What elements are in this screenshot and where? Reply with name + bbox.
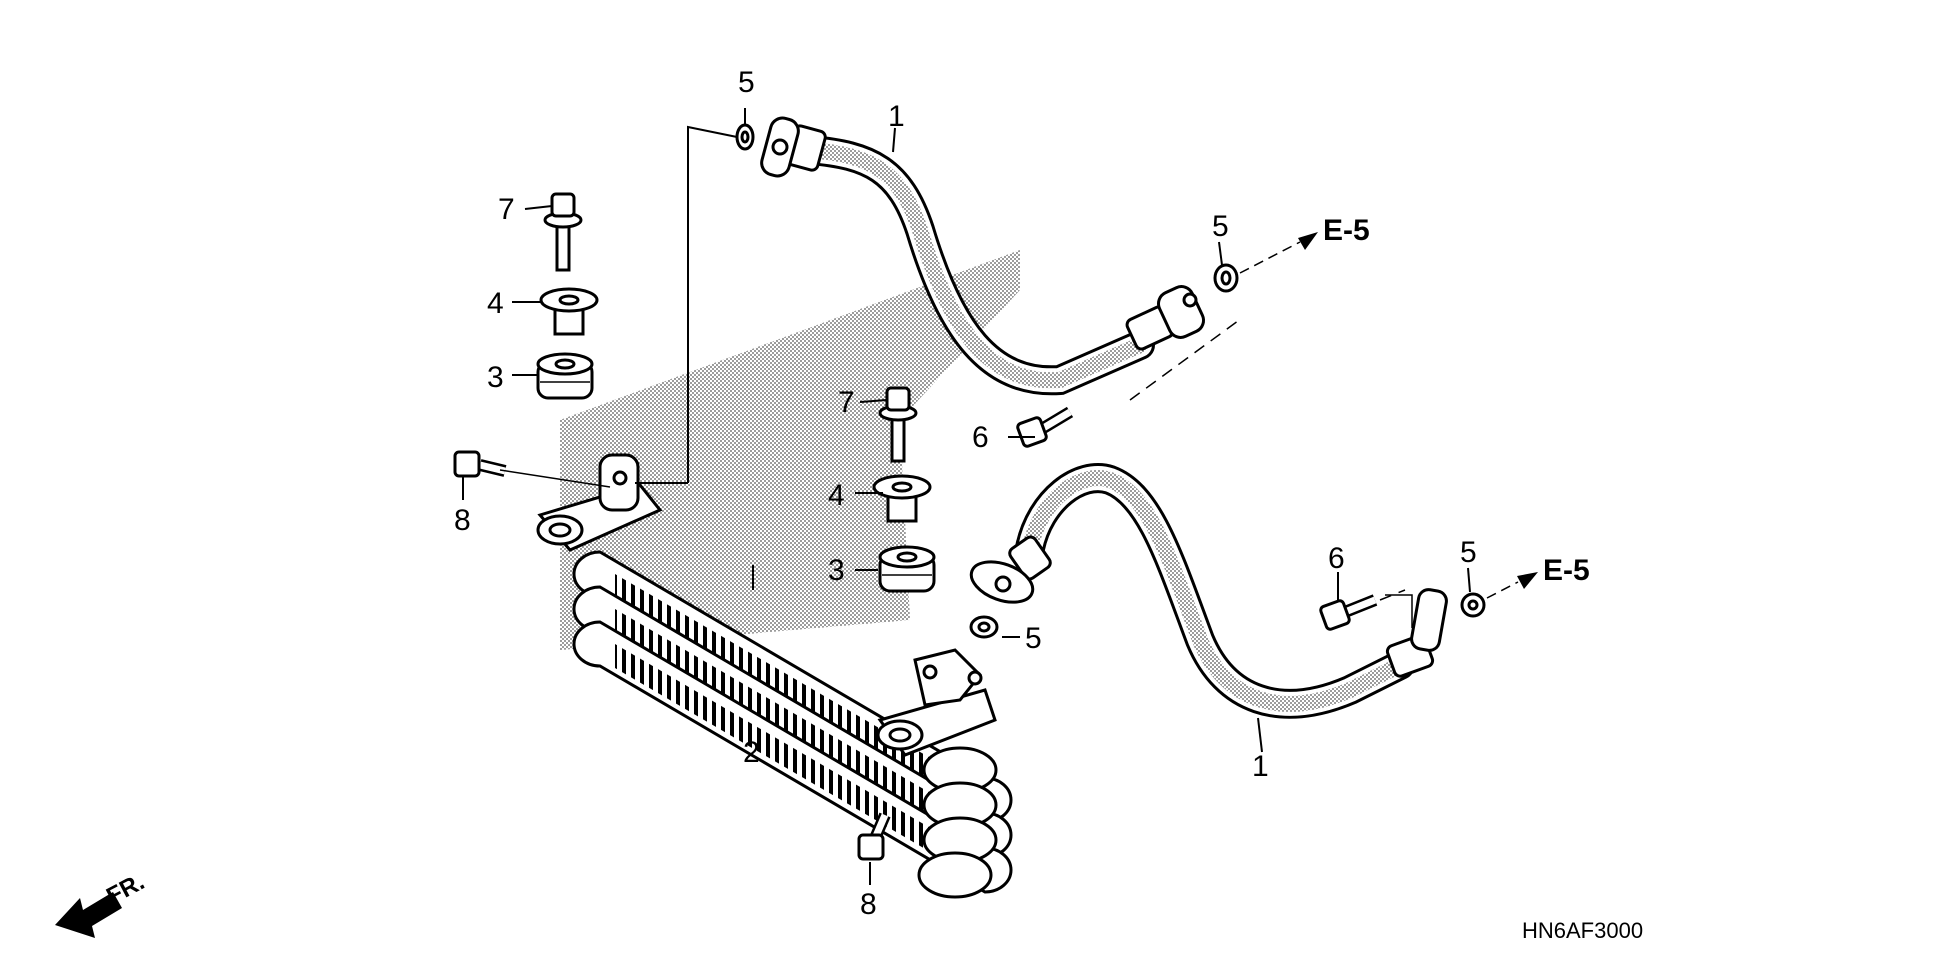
bolt-8-lower[interactable]: [857, 812, 891, 861]
upper-hose-right-flange[interactable]: [1125, 283, 1207, 351]
callout-5-upper-right: 5: [1212, 210, 1229, 243]
washer-lower-right[interactable]: [1460, 592, 1486, 618]
oil-cooler-end-tank: [917, 746, 998, 899]
callout-7-upper: 7: [498, 193, 515, 226]
leader-lines: [462, 108, 1471, 885]
ref-e5-upper[interactable]: E-5: [1323, 214, 1370, 247]
upper-oil-hose[interactable]: [795, 135, 1155, 396]
bolt-8-upper[interactable]: [453, 450, 507, 478]
callout-7-lower: 7: [838, 386, 855, 419]
callout-5-lower-right: 5: [1460, 536, 1477, 569]
callout-5-middle: 5: [1025, 622, 1042, 655]
grommet-lower[interactable]: [878, 545, 936, 593]
ref-e5-lower[interactable]: E-5: [1543, 554, 1590, 587]
lower-hose-left-flange[interactable]: [966, 535, 1053, 610]
callout-4-lower: 4: [828, 479, 845, 512]
upper-hose-left-flange[interactable]: [759, 115, 827, 178]
lower-hose-right-flange[interactable]: [1385, 588, 1448, 678]
callout-6-lower: 6: [1328, 542, 1345, 575]
front-direction-indicator: FR.: [55, 868, 149, 938]
arrow-to-e5-lower: [1486, 572, 1538, 599]
callout-3-lower: 3: [828, 554, 845, 587]
grommet-upper[interactable]: [536, 352, 594, 400]
washer-middle[interactable]: [969, 615, 999, 639]
oil-cooler-bracket-left: [536, 453, 663, 552]
bolt-7-upper[interactable]: [543, 192, 583, 272]
arrow-to-e5-upper: [1239, 232, 1318, 274]
front-arrow-icon: [55, 892, 122, 938]
callout-3-upper: 3: [487, 361, 504, 394]
callout-8-lower: 8: [860, 888, 877, 921]
washer-upper-right[interactable]: [1213, 263, 1239, 293]
callout-1-lower: 1: [1252, 750, 1269, 783]
callout-2: 2: [743, 736, 760, 769]
lower-oil-hose[interactable]: [1015, 463, 1415, 719]
collar-upper[interactable]: [539, 287, 599, 336]
callout-6-upper: 6: [972, 421, 989, 454]
washer-upper-left[interactable]: [735, 123, 755, 151]
bolt-6-lower[interactable]: [1319, 594, 1378, 631]
callout-1-upper: 1: [888, 100, 905, 133]
oil-cooler[interactable]: [536, 453, 1013, 899]
oil-cooler-bracket-right: [876, 648, 997, 757]
diagram-code: HN6AF3000: [1522, 918, 1643, 943]
bolt-6-upper[interactable]: [1016, 406, 1074, 448]
collar-lower[interactable]: [872, 474, 932, 523]
callout-5-upper-left: 5: [738, 66, 755, 99]
bolt-7-lower[interactable]: [878, 386, 918, 463]
callout-4-upper: 4: [487, 287, 504, 320]
callouts: 5 1 7 5 4 3 7 6 8 4 3 6 5 5 2 1 8: [454, 66, 1477, 921]
callout-8-upper: 8: [454, 504, 471, 537]
